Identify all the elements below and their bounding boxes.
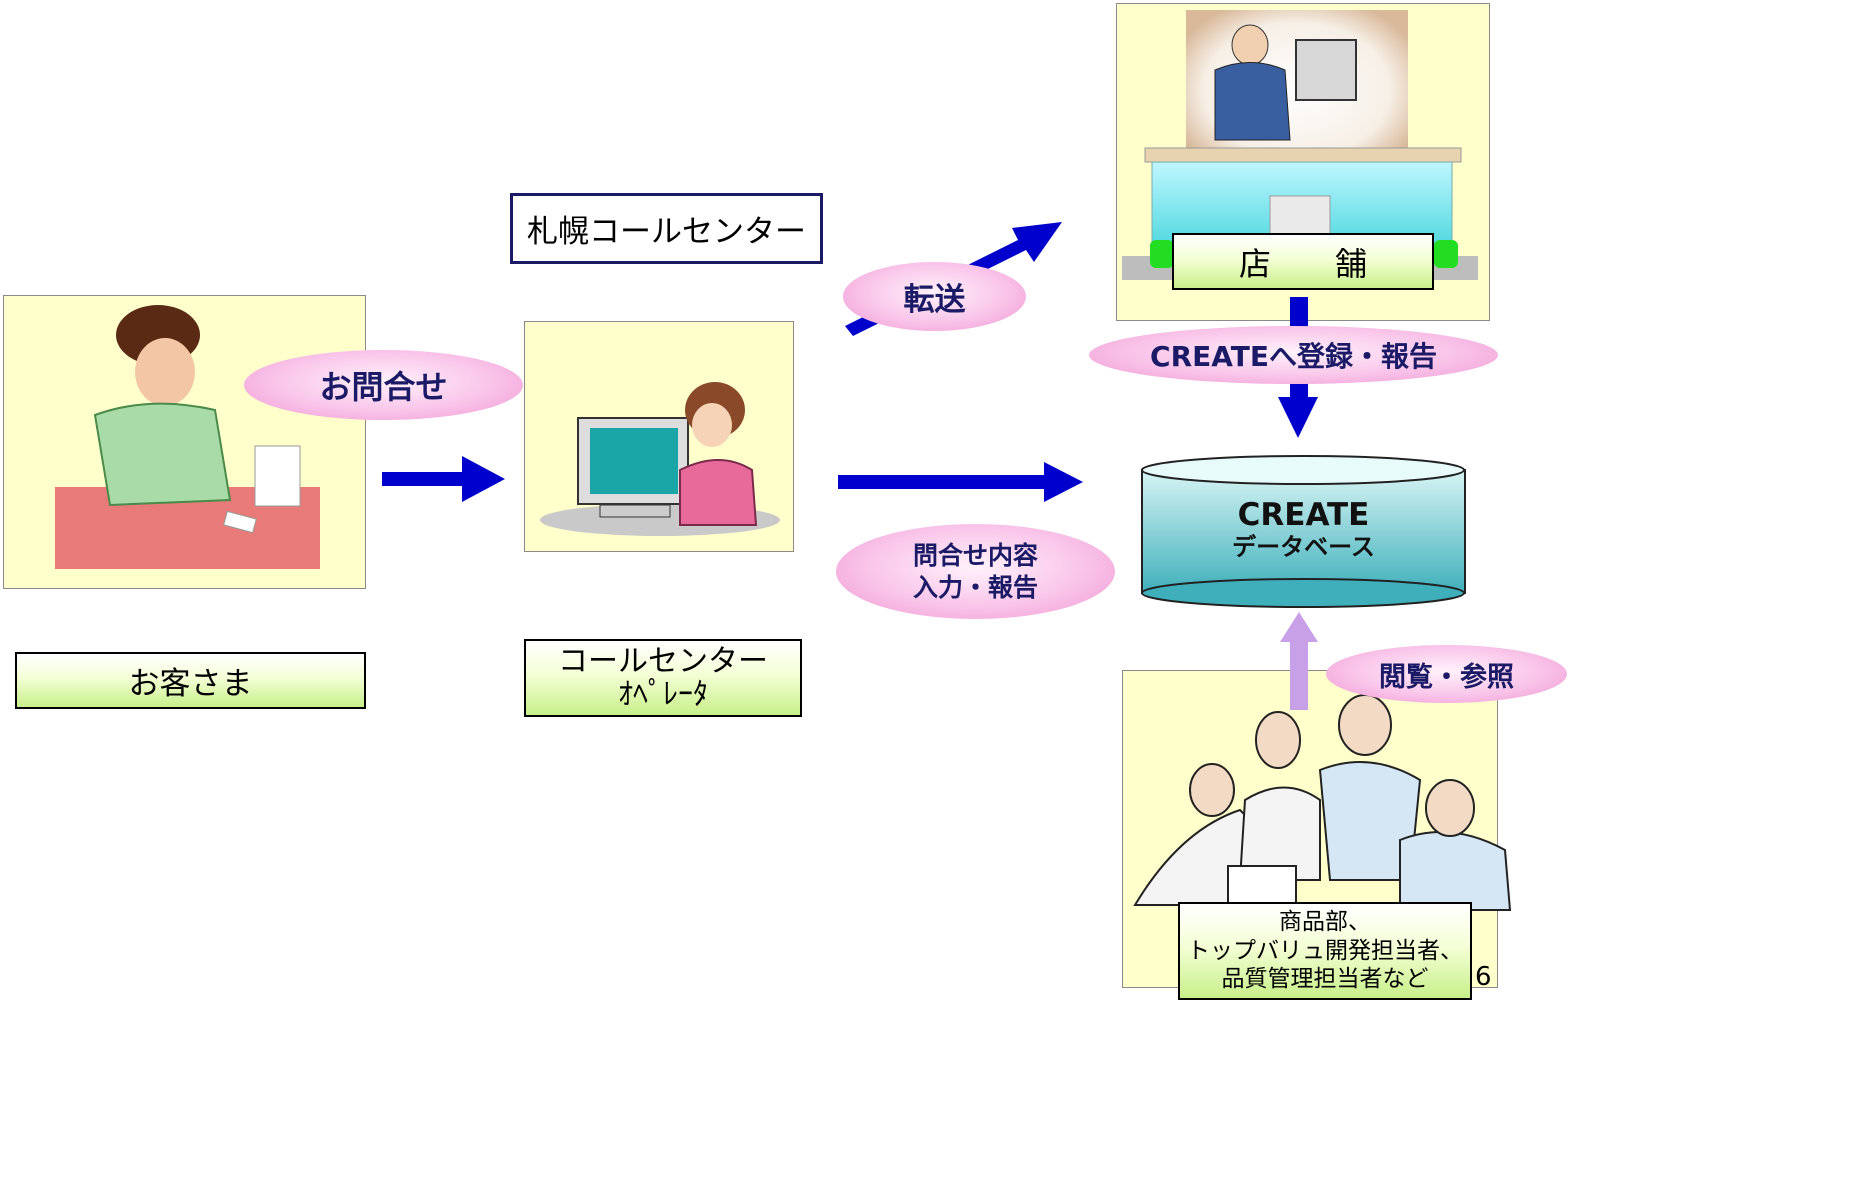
operator-label-line1: コールセンター (558, 644, 768, 679)
arrow-operator-to-database (838, 462, 1083, 502)
store-label-text: 店 舗 (1238, 244, 1367, 283)
monitor-screen (590, 428, 678, 494)
operator-face (692, 403, 732, 447)
store-worker-body (1214, 62, 1291, 141)
database-cylinder (1141, 455, 1466, 608)
browse-oval-text: 閲覧・参照 (1379, 661, 1514, 693)
browse-oval: 閲覧・参照 (1326, 645, 1567, 703)
staff-head-1 (1189, 763, 1235, 817)
title-box: 札幌コールセンター (510, 193, 823, 264)
staff-person-3 (1318, 761, 1422, 881)
keyboard (599, 504, 671, 518)
staff-label-line1: 商品部、 (1279, 908, 1371, 935)
input-report-oval: 問合せ内容 入力・報告 (836, 524, 1115, 619)
store-label: 店 舗 (1172, 233, 1434, 290)
register-report-oval: CREATEへ登録・報告 (1089, 326, 1498, 384)
customer-label: お客さま (15, 652, 366, 709)
arrow-customer-to-operator (382, 456, 505, 502)
staff-head-2 (1255, 711, 1301, 769)
operator-label-line2: ｵﾍﾟﾚｰﾀ (618, 677, 708, 712)
customer-label-text: お客さま (128, 666, 253, 702)
arrow-staff-to-database (1280, 612, 1318, 710)
database-label: CREATE データベース (1142, 490, 1465, 570)
store-monitor (1295, 39, 1357, 101)
register-report-text: CREATEへ登録・報告 (1150, 340, 1437, 373)
staff-illustration (1133, 694, 1512, 911)
operator-body (679, 459, 758, 526)
staff-label-line2: トップバリュ開発担当者、 (1187, 937, 1463, 964)
store-shrub-left (1150, 240, 1174, 268)
inquiry-oval-text: お問合せ (319, 368, 448, 406)
input-report-line1: 問合せ内容 (912, 541, 1038, 571)
operator-illustration (540, 382, 780, 536)
customer-face (135, 338, 195, 406)
transfer-oval-text: 転送 (903, 282, 966, 318)
staff-label-line3: 品質管理担当者など (1221, 966, 1429, 993)
inquiry-oval: お問合せ (244, 350, 523, 420)
cup (254, 445, 301, 507)
page-number: 6 (1475, 962, 1501, 994)
database-line2: データベース (1232, 533, 1375, 562)
paper (223, 510, 257, 534)
database-line1: CREATE (1237, 497, 1370, 534)
staff-person-2 (1238, 786, 1321, 881)
customer-illustration (55, 305, 320, 569)
transfer-oval: 転送 (843, 262, 1026, 331)
store-shrub-right (1434, 240, 1458, 268)
page-number-text: 6 (1475, 962, 1492, 992)
customer-shirt (93, 402, 232, 507)
staff-person-4 (1399, 831, 1512, 911)
input-report-line2: 入力・報告 (912, 572, 1038, 602)
operator-label: コールセンター ｵﾍﾟﾚｰﾀ (524, 639, 802, 717)
title-text: 札幌コールセンター (527, 214, 806, 250)
staff-head-4 (1425, 779, 1475, 837)
staff-label: 商品部、 トップバリュ開発担当者、 品質管理担当者など (1178, 902, 1472, 1000)
